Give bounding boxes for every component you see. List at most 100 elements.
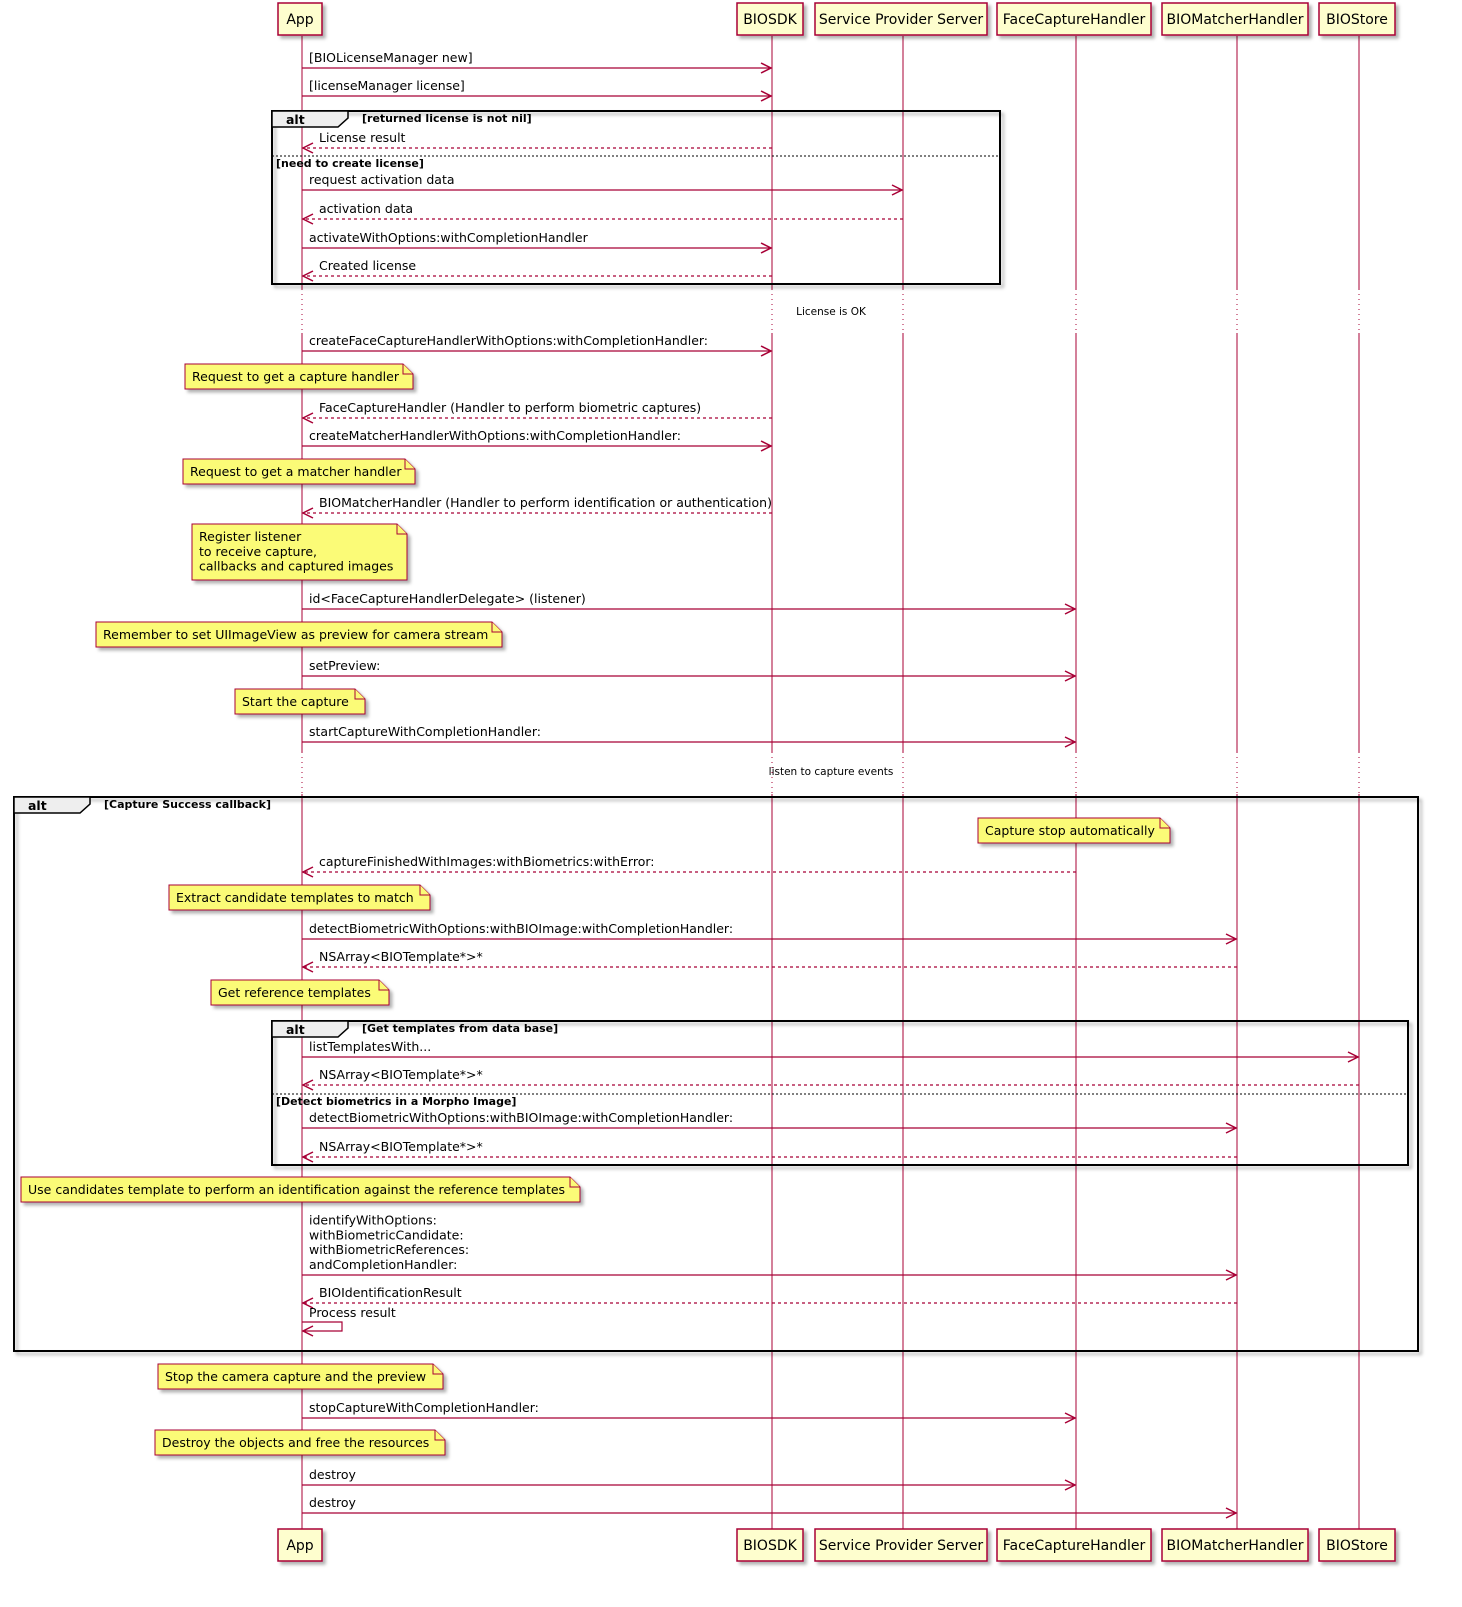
message-label: listTemplatesWith...	[309, 1039, 431, 1054]
message: id<FaceCaptureHandlerDelegate> (listener…	[302, 591, 1077, 615]
note-box	[977, 817, 1171, 844]
note-fold	[402, 364, 413, 375]
message-label: activation data	[319, 201, 413, 216]
arrow-head	[301, 961, 314, 973]
note-text: Start the capture	[242, 694, 349, 709]
message-label: createFaceCaptureHandlerWithOptions:with…	[309, 333, 708, 348]
arrow-head	[301, 412, 314, 424]
arrow-head	[301, 866, 314, 878]
arrow-head	[301, 1079, 314, 1091]
message: identifyWithOptions:withBiometricCandida…	[302, 1213, 1238, 1281]
message: startCaptureWithCompletionHandler:	[302, 724, 1077, 748]
message-label: withBiometricCandidate:	[309, 1227, 464, 1242]
arrow-head	[301, 1297, 314, 1309]
arrow-head	[760, 242, 773, 254]
note-box	[234, 688, 366, 715]
note-text: Register listener	[199, 529, 302, 544]
note-text: Destroy the objects and free the resourc…	[162, 1435, 429, 1450]
note-text: Remember to set UIImageView as preview f…	[103, 627, 488, 642]
participant-box-sps-bottom	[814, 1528, 988, 1562]
message-label: BIOMatcherHandler (Handler to perform id…	[319, 495, 772, 510]
participant-box-sps-top	[814, 2, 988, 36]
message: stopCaptureWithCompletionHandler:	[302, 1400, 1077, 1424]
message-label: destroy	[309, 1495, 357, 1510]
note-fold	[378, 980, 389, 991]
message: destroy	[302, 1495, 1238, 1519]
alt-frame-condition: [returned license is not nil]	[362, 112, 532, 125]
participant-box-biosdk-bottom	[736, 1528, 804, 1562]
message-label: License result	[319, 130, 406, 145]
message-label: FaceCaptureHandler (Handler to perform b…	[319, 400, 701, 415]
arrow-head	[301, 507, 314, 519]
participant-box-store-top	[1318, 2, 1396, 36]
message-label: setPreview:	[309, 658, 380, 673]
message-label: detectBiometricWithOptions:withBIOImage:…	[309, 1110, 733, 1125]
note-box	[210, 979, 390, 1006]
note-box	[184, 363, 414, 390]
alt-frame-tab	[13, 796, 91, 814]
note-text: Request to get a capture handler	[192, 369, 400, 384]
note-box	[157, 1363, 444, 1390]
notes: Request to get a capture handlerRequest …	[20, 363, 1171, 1456]
message-label: withBiometricReferences:	[309, 1242, 469, 1257]
message-label: createMatcherHandlerWithOptions:withComp…	[309, 428, 681, 443]
note-fold	[569, 1177, 580, 1188]
participant-box-bmh-top	[1161, 2, 1309, 36]
alt-frame	[271, 1020, 1409, 1166]
arrow-head	[1225, 1507, 1238, 1519]
participant-box-bmh-bottom	[1161, 1528, 1309, 1562]
participant-label-bmh: BIOMatcherHandler	[1167, 12, 1304, 28]
note-box	[191, 523, 408, 581]
participant-label-sps: Service Provider Server	[819, 1538, 983, 1554]
delay-label: License is OK	[796, 306, 867, 318]
note-fold	[396, 524, 407, 535]
note-fold	[432, 1364, 443, 1375]
message-label: andCompletionHandler:	[309, 1257, 457, 1272]
message: createMatcherHandlerWithOptions:withComp…	[302, 428, 773, 452]
note-text: Use candidates template to perform an id…	[28, 1182, 565, 1197]
delay-label: listen to capture events	[769, 766, 894, 778]
participant-label-sps: Service Provider Server	[819, 12, 983, 28]
message: NSArray<BIOTemplate*>*	[301, 1139, 1237, 1163]
message-label: activateWithOptions:withCompletionHandle…	[309, 230, 589, 245]
participant-box-biosdk-top	[736, 2, 804, 36]
message: activation data	[301, 201, 903, 225]
alt-frame-label: alt	[28, 798, 47, 813]
note-fold	[354, 689, 365, 700]
participant-label-fch: FaceCaptureHandler	[1003, 1538, 1146, 1554]
arrow-head	[1064, 670, 1077, 682]
note-box	[20, 1176, 581, 1203]
message: NSArray<BIOTemplate*>*	[301, 949, 1237, 973]
arrow-head	[1064, 1412, 1077, 1424]
lifelines	[301, 36, 1360, 1530]
alt-frame	[13, 796, 1419, 1352]
arrow-head	[760, 440, 773, 452]
message-label: startCaptureWithCompletionHandler:	[309, 724, 541, 739]
message: activateWithOptions:withCompletionHandle…	[302, 230, 773, 254]
participant-label-fch: FaceCaptureHandler	[1003, 12, 1146, 28]
note-fold	[434, 1430, 445, 1441]
message-label: destroy	[309, 1467, 357, 1482]
alt-frame-else-condition: [Detect biometrics in a Morpho Image]	[276, 1095, 516, 1108]
arrow-head	[301, 270, 314, 282]
message-label: stopCaptureWithCompletionHandler:	[309, 1400, 539, 1415]
message-label: BIOIdentificationResult	[319, 1285, 462, 1300]
message-label: NSArray<BIOTemplate*>*	[319, 1067, 483, 1082]
note-box	[154, 1429, 446, 1456]
arrow-head	[1225, 1122, 1238, 1134]
message-label: id<FaceCaptureHandlerDelegate> (listener…	[309, 591, 586, 606]
alt-frame	[271, 110, 1001, 285]
message: Created license	[301, 258, 772, 282]
participant-label-store: BIOStore	[1326, 1538, 1388, 1554]
arrow-head	[760, 345, 773, 357]
note-text: Get reference templates	[218, 985, 371, 1000]
message: detectBiometricWithOptions:withBIOImage:…	[302, 921, 1238, 945]
note-text: callbacks and captured images	[199, 559, 393, 574]
message-label: NSArray<BIOTemplate*>*	[319, 1139, 483, 1154]
message: FaceCaptureHandler (Handler to perform b…	[301, 400, 772, 424]
message-label: Created license	[319, 258, 416, 273]
note-text: to receive capture,	[199, 544, 317, 559]
note-text: Capture stop automatically	[985, 823, 1155, 838]
